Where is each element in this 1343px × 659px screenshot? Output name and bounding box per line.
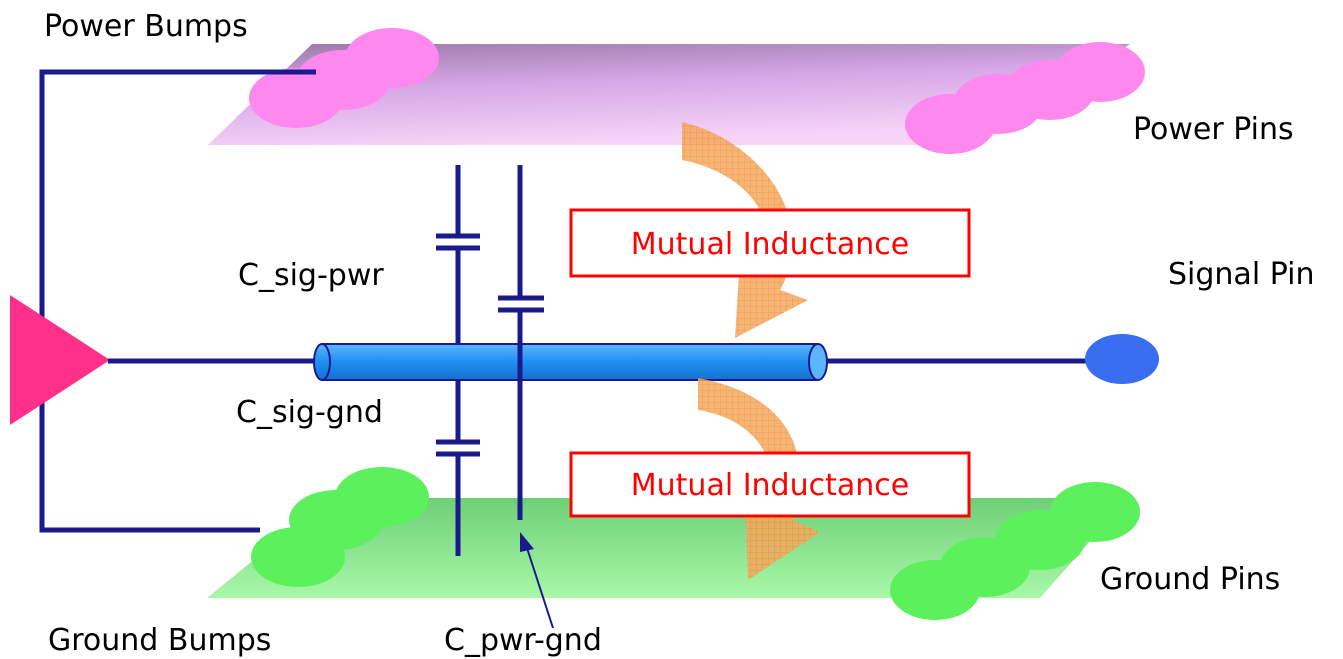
ground-plane <box>207 498 1128 598</box>
label-c-sig-gnd: C_sig-gnd <box>236 395 383 430</box>
capacitor-sig-gnd <box>436 378 480 556</box>
ground-bumps <box>251 467 429 587</box>
mutual-inductance-label-bottom: Mutual Inductance <box>631 468 909 503</box>
mutual-inductance-label-top: Mutual Inductance <box>631 227 909 262</box>
mutual-inductance-arrow-top <box>682 122 808 338</box>
power-bump-wire <box>39 69 316 533</box>
c-pwr-gnd-pointer <box>520 532 554 629</box>
mutual-inductance-arrow-bottom <box>698 378 820 580</box>
signal-pin <box>1085 334 1159 384</box>
power-bumps <box>249 28 439 128</box>
power-pins <box>905 42 1145 154</box>
label-ground-pins: Ground Pins <box>1100 562 1280 597</box>
mutual-inductance-box-bottom: Mutual Inductance <box>569 451 971 518</box>
mutual-inductance-box-top: Mutual Inductance <box>569 208 971 278</box>
label-power-bumps: Power Bumps <box>44 9 248 44</box>
label-power-pins: Power Pins <box>1133 112 1294 147</box>
label-signal-pin: Signal Pin <box>1168 257 1314 292</box>
label-ground-bumps: Ground Bumps <box>48 623 271 658</box>
power-plane <box>208 44 1130 145</box>
signal-trace <box>313 343 828 381</box>
label-c-sig-pwr: C_sig-pwr <box>238 258 384 293</box>
ground-pins <box>890 482 1140 620</box>
label-c-pwr-gnd: C_pwr-gnd <box>444 623 602 658</box>
capacitor-sig-pwr <box>436 165 480 345</box>
driver-buffer <box>10 295 110 425</box>
